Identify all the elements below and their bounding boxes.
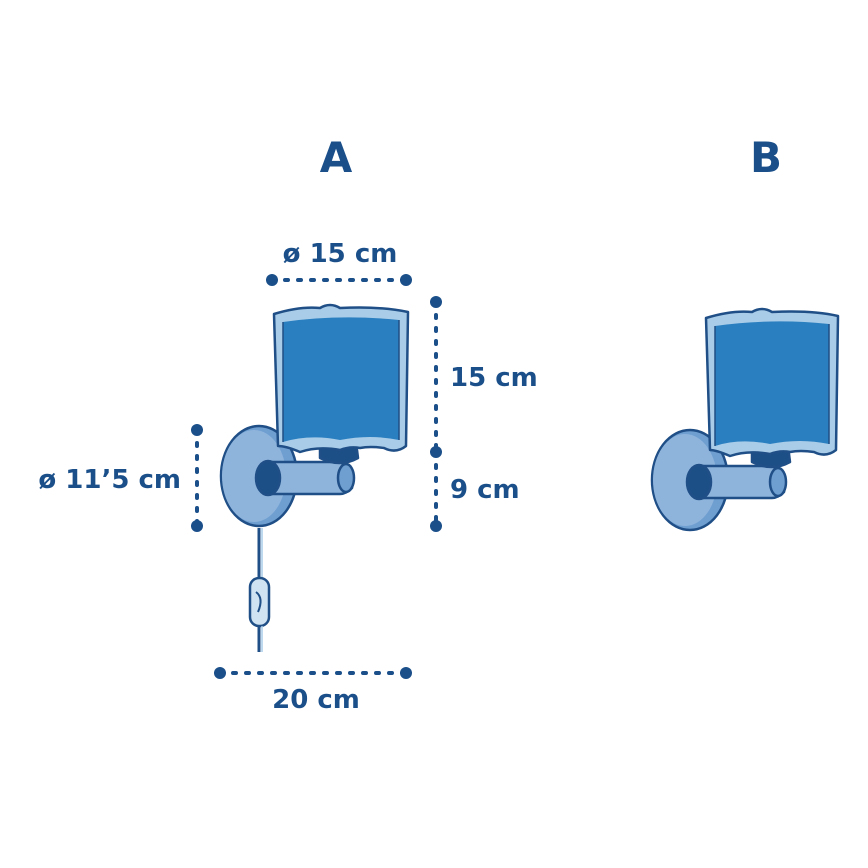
lamp-arm [685,463,788,501]
base-diameter-dimension: ø 11’5 cm [38,424,203,532]
lamp-b-illustration [650,307,840,532]
lamp-shade [704,307,840,458]
lamp-shade [272,303,410,454]
arm-height-dimension: 9 cm [430,450,520,532]
variant-a-label: A [320,133,353,182]
shade-diameter-label: ø 15 cm [283,239,398,269]
shade-height-label: 15 cm [450,363,538,393]
variant-b-label: B [750,133,782,182]
shade-diameter-dimension: ø 15 cm [266,239,412,286]
base-diameter-label: ø 11’5 cm [38,465,181,495]
lamp-a-illustration [219,303,410,652]
shade-height-dimension: 15 cm [430,296,538,458]
depth-label: 20 cm [272,685,360,715]
lamp-arm [254,459,356,497]
depth-dimension: 20 cm [214,667,412,715]
pull-cord-switch [248,528,271,652]
arm-height-label: 9 cm [450,475,520,505]
